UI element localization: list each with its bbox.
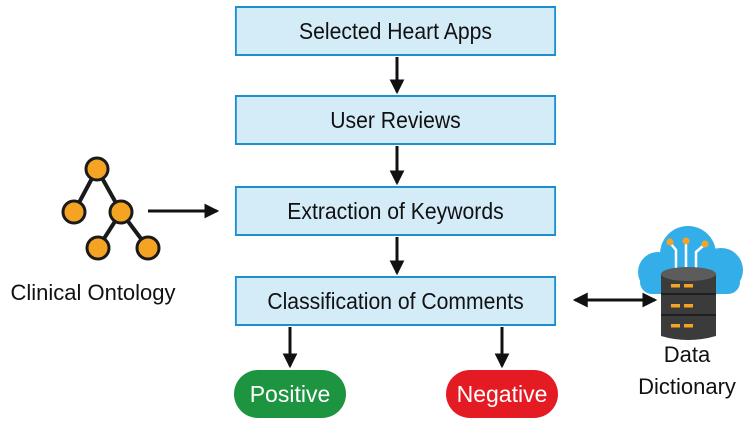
data-dictionary-label-line2: Dictionary [638, 374, 736, 399]
outcome-positive: Positive [234, 370, 346, 418]
step-label: Extraction of Keywords [287, 198, 504, 224]
clinical-ontology-label: Clinical Ontology [10, 280, 176, 305]
step-label: Classification of Comments [267, 288, 524, 314]
step-extraction-of-keywords: Extraction of Keywords [234, 186, 557, 236]
outcome-negative: Negative [446, 370, 558, 418]
step-user-reviews: User Reviews [234, 95, 557, 145]
step-selected-heart-apps: Selected Heart Apps [234, 6, 557, 56]
data-dictionary-label-line1: Data [663, 342, 711, 367]
step-classification-of-comments: Classification of Comments [234, 276, 557, 326]
step-label: User Reviews [330, 107, 461, 133]
ontology-tree-icon [61, 156, 161, 261]
cloud-database-icon [638, 226, 743, 340]
step-label: Selected Heart Apps [299, 18, 492, 44]
